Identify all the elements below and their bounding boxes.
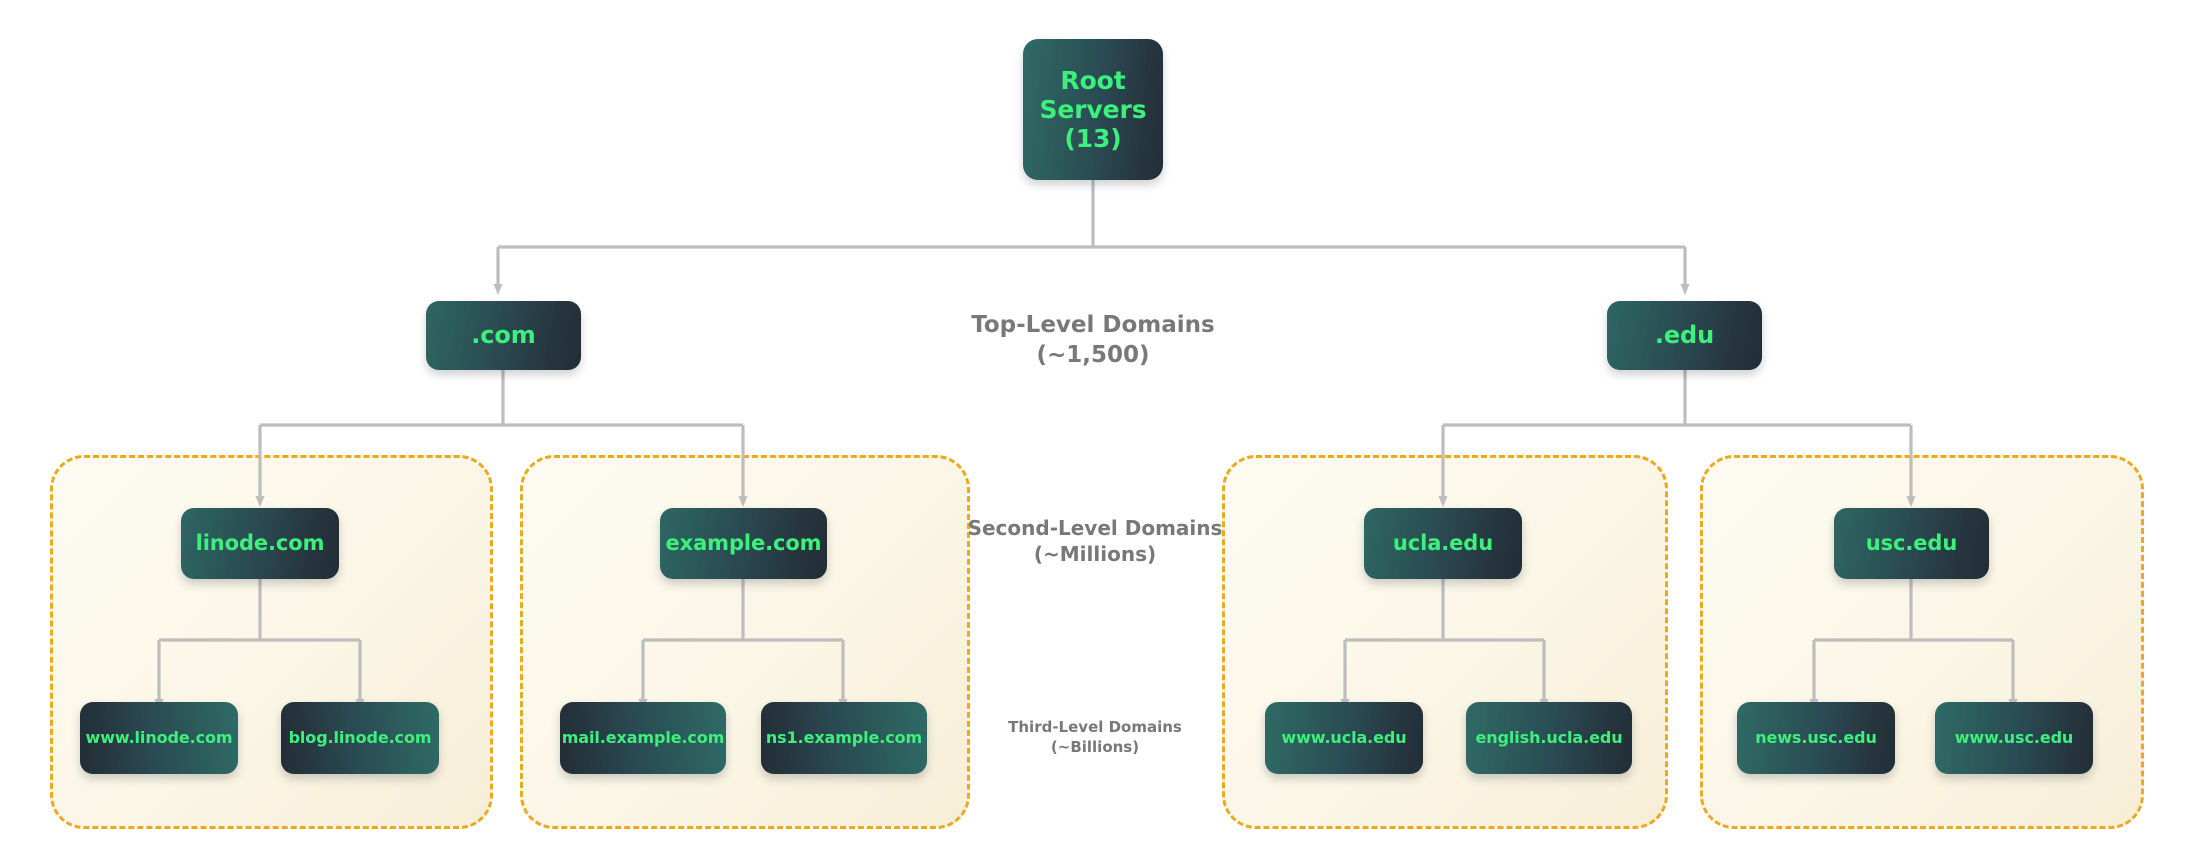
node-label: www.usc.edu: [1954, 727, 2074, 747]
node-third-news-usc-edu[interactable]: news.usc.edu: [1737, 702, 1895, 774]
node-third-blog-linode-com[interactable]: blog.linode.com: [281, 702, 439, 774]
level-label-title: Top-Level Domains: [971, 312, 1215, 338]
node-label: usc.edu: [1865, 531, 1958, 556]
root-line-2: Servers: [1039, 95, 1147, 124]
node-sld-ucla-edu[interactable]: ucla.edu: [1364, 508, 1522, 579]
node-third-mail-example-com[interactable]: mail.example.com: [560, 702, 726, 774]
node-label: news.usc.edu: [1755, 727, 1877, 747]
node-label: .edu: [1654, 320, 1715, 349]
root-line-3: (13): [1064, 124, 1122, 153]
node-tld-edu[interactable]: .edu: [1607, 301, 1762, 370]
level-label-count: (~1,500): [1036, 341, 1150, 368]
node-label: blog.linode.com: [288, 727, 432, 747]
root-line-1: Root: [1060, 66, 1126, 95]
node-label: english.ucla.edu: [1475, 727, 1623, 747]
level-label-count: (~Millions): [1033, 542, 1157, 566]
node-sld-example-com[interactable]: example.com: [660, 508, 827, 579]
node-third-www-ucla-edu[interactable]: www.ucla.edu: [1265, 702, 1423, 774]
node-label: example.com: [665, 531, 822, 556]
node-third-english-ucla-edu[interactable]: english.ucla.edu: [1466, 702, 1632, 774]
node-third-ns1-example-com[interactable]: ns1.example.com: [761, 702, 927, 774]
level-label-third: Third-Level Domains (~Billions): [975, 718, 1215, 757]
node-sld-usc-edu[interactable]: usc.edu: [1834, 508, 1989, 579]
node-label: .com: [471, 320, 536, 349]
level-label-sld: Second-Level Domains (~Millions): [950, 515, 1240, 567]
node-label: ns1.example.com: [765, 727, 923, 747]
node-sld-linode-com[interactable]: linode.com: [181, 508, 339, 579]
node-tld-com[interactable]: .com: [426, 301, 581, 370]
node-label: www.ucla.edu: [1281, 727, 1407, 747]
node-label: mail.example.com: [561, 727, 725, 747]
node-label: ucla.edu: [1392, 531, 1494, 556]
node-third-www-usc-edu[interactable]: www.usc.edu: [1935, 702, 2093, 774]
level-label-count: (~Billions): [1050, 737, 1140, 756]
node-label: linode.com: [195, 531, 325, 556]
node-root-servers[interactable]: Root Servers (13): [1023, 39, 1163, 180]
level-label-title: Second-Level Domains: [967, 516, 1223, 540]
node-third-www-linode-com[interactable]: www.linode.com: [80, 702, 238, 774]
level-label-tld: Top-Level Domains (~1,500): [893, 311, 1293, 371]
node-label: www.linode.com: [85, 727, 233, 747]
level-label-title: Third-Level Domains: [1008, 718, 1182, 736]
